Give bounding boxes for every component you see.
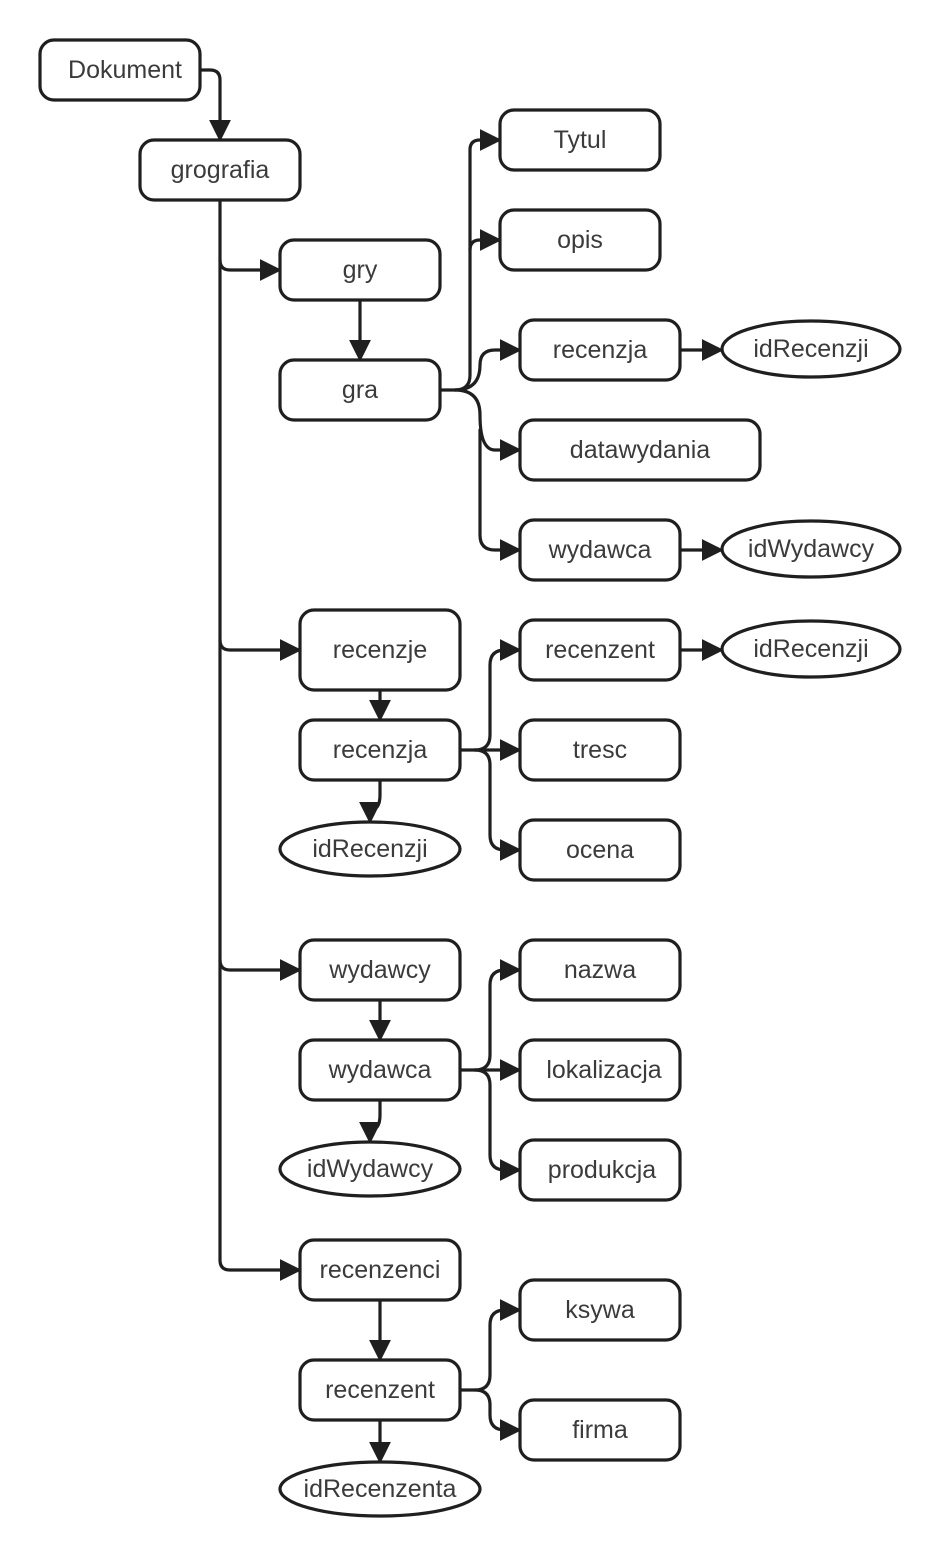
node-label: datawydania <box>570 436 710 464</box>
node-label: idRecenzji <box>312 835 427 863</box>
node-tresc: tresc <box>518 718 682 782</box>
node-label: Dokument <box>68 56 182 84</box>
node-wydawca-idwydawcy: idWydawcy <box>278 1140 462 1198</box>
edge-gra-tytul <box>438 129 502 392</box>
node-label: lokalizacja <box>546 1056 661 1084</box>
node-lokalizacja: lokalizacja <box>518 1038 682 1102</box>
node-label: idRecenzji <box>753 335 868 363</box>
edge-recenzja-ocena <box>473 748 522 861</box>
node-label: recenzenci <box>320 1256 441 1284</box>
node-label: idWydawcy <box>307 1155 434 1183</box>
node-nazwa: nazwa <box>518 938 682 1002</box>
node-label: idRecenzji <box>753 635 868 663</box>
node-label: recenzja <box>333 736 428 764</box>
node-gry: gry <box>278 238 442 302</box>
node-recenzent-idrecenzji: idRecenzji <box>720 619 902 679</box>
edges <box>198 68 724 1464</box>
node-recenzent: recenzent <box>298 1358 462 1422</box>
node-label: grografia <box>171 156 270 184</box>
node-label: recenzja <box>553 336 648 364</box>
node-label: wydawca <box>548 536 652 564</box>
edge-wydawca-idwydawcy <box>359 1098 382 1144</box>
edge-gra-wydawca <box>478 428 522 561</box>
node-gra: gra <box>278 358 442 422</box>
node-label: ocena <box>566 836 634 864</box>
edge-grografia-gry <box>218 198 282 281</box>
node-label: recenzje <box>333 636 428 664</box>
node-gra-recenzja: recenzja <box>518 318 682 382</box>
node-idrecenzenta: idRecenzenta <box>278 1460 482 1518</box>
node-label: tresc <box>573 736 627 764</box>
node-recenzje: recenzje <box>298 608 462 692</box>
edge-wydawca-nazwa <box>458 959 522 1072</box>
node-tytul: Tytul <box>498 108 662 172</box>
edge-recenzja-recenzent <box>458 639 522 752</box>
node-label: produkcja <box>548 1156 656 1184</box>
node-gra-idrecenzji: idRecenzji <box>720 319 902 379</box>
node-label: recenzent <box>545 636 655 664</box>
node-label: recenzent <box>325 1376 435 1404</box>
node-label: opis <box>557 226 603 254</box>
node-label: Tytul <box>554 126 607 154</box>
edge-gra-datawydania <box>453 388 522 461</box>
node-ksywa: ksywa <box>518 1278 682 1342</box>
edge-recenzja-idrecenzji <box>359 778 382 824</box>
node-recenzja-recenzent: recenzent <box>518 618 682 682</box>
nodes: Dokument grografia gry gra Tytul opis re… <box>38 38 902 1518</box>
edge-grografia-recenzenci <box>218 958 302 1281</box>
edge-recenzent-firma <box>473 1388 522 1441</box>
node-label: idWydawcy <box>748 535 875 563</box>
node-label: firma <box>572 1416 628 1444</box>
node-label: nazwa <box>564 956 636 984</box>
edge-grografia-recenzje <box>218 258 302 661</box>
edge-recenzent-ksywa <box>458 1299 522 1392</box>
node-wydawcy: wydawcy <box>298 938 462 1002</box>
node-gra-idwydawcy: idWydawcy <box>720 519 902 579</box>
node-recenzenci: recenzenci <box>298 1238 462 1302</box>
edge-grografia-wydawcy <box>218 638 302 981</box>
node-label: gry <box>343 256 378 284</box>
node-grografia: grografia <box>138 138 302 202</box>
edge-gra-opis <box>468 229 502 252</box>
edge-gra-recenzja <box>453 339 522 392</box>
node-wydawca: wydawca <box>298 1038 462 1102</box>
node-recenzja: recenzja <box>298 718 462 782</box>
edge-wydawca-produkcja <box>473 1068 522 1181</box>
node-label: idRecenzenta <box>304 1475 457 1503</box>
node-gra-wydawca: wydawca <box>518 518 682 582</box>
node-label: wydawca <box>328 1056 432 1084</box>
node-produkcja: produkcja <box>518 1138 682 1202</box>
node-opis: opis <box>498 208 662 272</box>
node-label: ksywa <box>565 1296 635 1324</box>
node-datawydania: datawydania <box>518 418 762 482</box>
node-ocena: ocena <box>518 818 682 882</box>
node-recenzja-idrecenzji: idRecenzji <box>278 820 462 878</box>
node-firma: firma <box>518 1398 682 1462</box>
node-dokument: Dokument <box>38 38 202 102</box>
node-label: wydawcy <box>328 956 431 984</box>
edge-dokument-grografia <box>198 68 231 142</box>
node-label: gra <box>342 376 378 404</box>
